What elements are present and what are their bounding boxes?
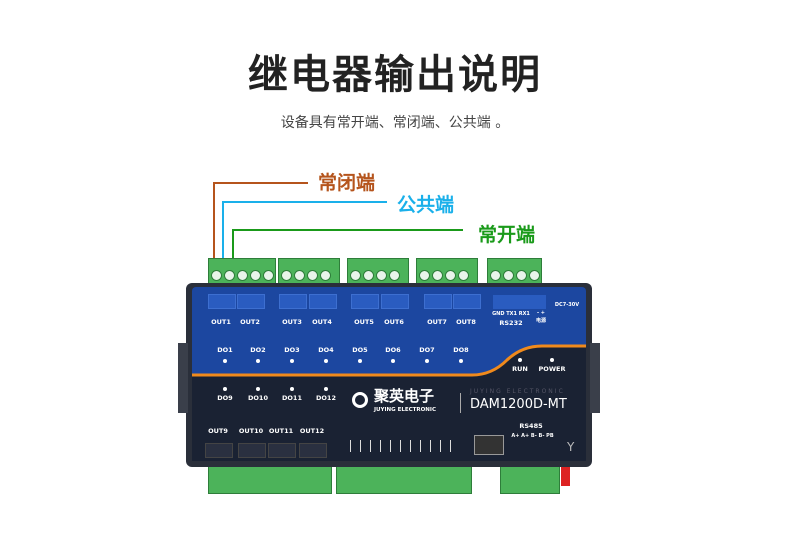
page-subtitle: 设备具有常开端、常闭端、公共端 。	[280, 115, 510, 131]
pin	[410, 440, 411, 452]
out-label: OUT8	[456, 318, 476, 326]
pin	[380, 440, 381, 452]
do-led	[391, 359, 395, 363]
do-led	[459, 359, 463, 363]
antenna-connector	[561, 466, 570, 486]
do-led	[223, 359, 227, 363]
run-led	[518, 358, 522, 362]
nc-label: 常闭端	[318, 172, 376, 194]
terminal-block	[500, 466, 560, 494]
mount-ear	[590, 343, 600, 413]
do-led	[290, 359, 294, 363]
no-label: 常开端	[478, 224, 536, 246]
do-led	[223, 387, 227, 391]
relay-icon	[309, 294, 337, 309]
do-led	[425, 359, 429, 363]
do-led	[324, 387, 328, 391]
pin	[400, 440, 401, 452]
pin	[360, 440, 361, 452]
brand-logo-icon	[352, 392, 368, 408]
rs232-port	[493, 295, 546, 309]
relay-icon	[381, 294, 409, 309]
do-label: DO9	[217, 394, 233, 402]
divider	[460, 393, 461, 413]
do-label: DO8	[453, 346, 469, 354]
do-label: DO6	[385, 346, 401, 354]
brand-cn: 聚英电子	[374, 387, 435, 405]
pin	[420, 440, 421, 452]
model-number: DAM1200D-MT	[470, 397, 567, 412]
do-led	[256, 387, 260, 391]
do-label: DO1	[217, 346, 233, 354]
out-label: OUT5	[354, 318, 374, 326]
do-led	[358, 359, 362, 363]
relay-icon	[453, 294, 481, 309]
out-label: OUT6	[384, 318, 404, 326]
out-label: OUT4	[312, 318, 332, 326]
terminal-block	[487, 258, 542, 286]
terminal-block	[208, 466, 332, 494]
out-label: OUT3	[282, 318, 302, 326]
do-label: DO2	[250, 346, 266, 354]
relay-icon	[268, 443, 296, 458]
out-label: OUT12	[299, 427, 325, 435]
page-title: 继电器输出说明	[248, 52, 542, 98]
ethernet-port	[474, 435, 504, 455]
rs232-label: RS232	[499, 319, 523, 327]
relay-icon	[238, 443, 266, 458]
pin	[450, 440, 451, 452]
do-label: DO5	[352, 346, 368, 354]
relay-icon	[299, 443, 327, 458]
dc-label: DC7-30V	[554, 302, 580, 308]
pin	[440, 440, 441, 452]
relay-icon	[424, 294, 452, 309]
do-label: DO4	[318, 346, 334, 354]
out-label: OUT9	[208, 427, 228, 435]
do-led	[256, 359, 260, 363]
power-pins: - +	[536, 310, 545, 316]
terminal-block	[336, 466, 472, 494]
power-label: POWER	[538, 365, 566, 373]
do-label: DO3	[284, 346, 300, 354]
do-led	[324, 359, 328, 363]
terminal-block	[416, 258, 478, 307]
relay-icon	[205, 443, 233, 458]
relay-icon	[237, 294, 265, 309]
out-label: OUT11	[268, 427, 294, 435]
brand-en: JUYING ELECTRONIC	[374, 407, 436, 413]
rs485-label: RS485	[519, 422, 543, 430]
pin	[350, 440, 351, 452]
terminal-block	[278, 258, 340, 307]
do-label: DO11	[282, 394, 302, 402]
do-led	[290, 387, 294, 391]
relay-icon	[351, 294, 379, 309]
relay-icon	[279, 294, 307, 309]
out-label: OUT2	[240, 318, 260, 326]
rs485-pins: A+ A+ B- B- PB	[511, 433, 554, 439]
out-label: OUT10	[238, 427, 264, 435]
terminal-block	[208, 258, 276, 307]
rs232-pins: GND TX1 RX1	[492, 311, 530, 317]
run-label: RUN	[512, 365, 528, 373]
mount-ear	[178, 343, 188, 413]
pin	[430, 440, 431, 452]
pin	[370, 440, 371, 452]
relay-icon	[208, 294, 236, 309]
com-label: 公共端	[397, 194, 455, 216]
orange-stripe	[192, 344, 586, 380]
pin	[390, 440, 391, 452]
out-label: OUT1	[211, 318, 231, 326]
power-led	[550, 358, 554, 362]
out-label: OUT7	[427, 318, 447, 326]
antenna-icon: Y	[567, 440, 575, 454]
brand-en-faint: JUYING ELECTRONIC	[470, 388, 565, 395]
do-label: DO12	[316, 394, 336, 402]
power-cn: 电源	[535, 318, 546, 324]
do-label: DO7	[419, 346, 435, 354]
terminal-block	[347, 258, 409, 307]
do-label: DO10	[248, 394, 268, 402]
